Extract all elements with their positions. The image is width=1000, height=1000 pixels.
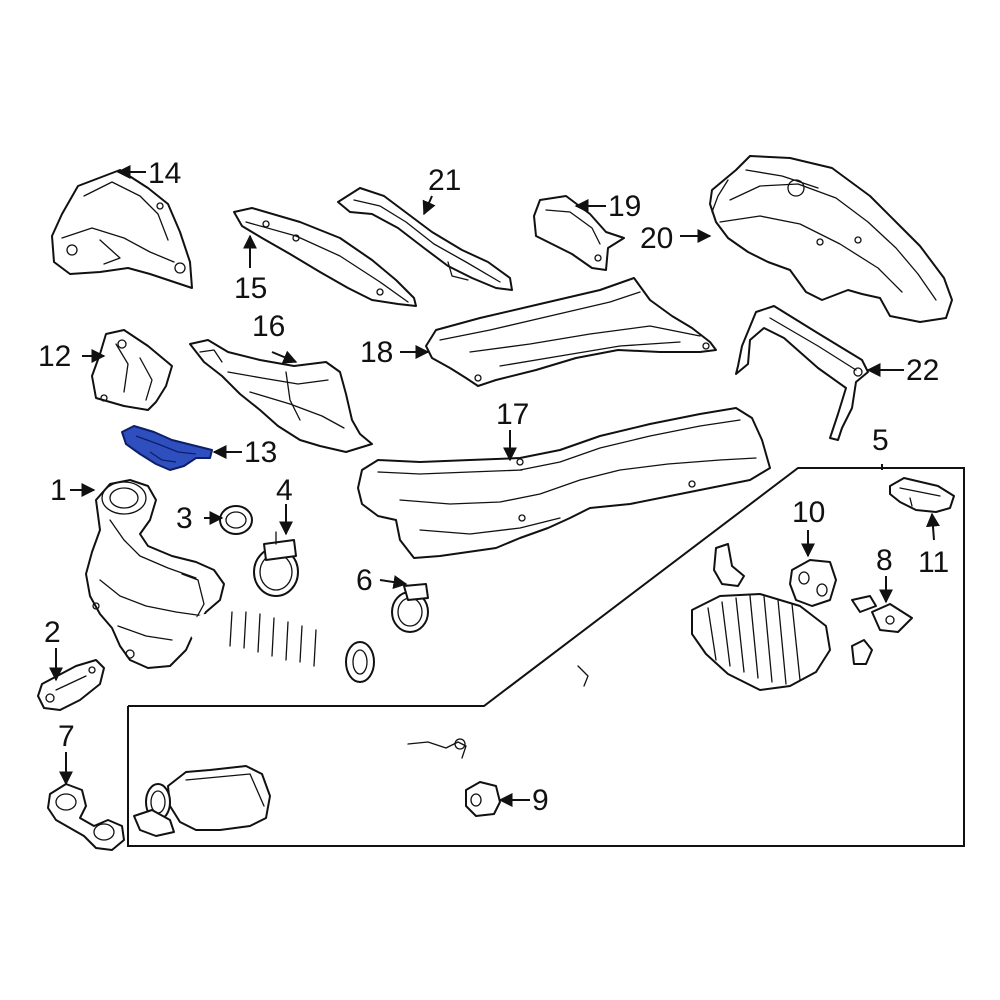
part-1-catalytic-converter[interactable] [85,479,378,683]
callout-8: 8 [876,544,893,577]
part-21-bracket[interactable] [337,187,513,291]
part-11-module[interactable] [889,477,955,513]
part-14-heat-shield[interactable] [51,169,193,289]
part-15-bracket[interactable] [233,207,417,307]
callout-numbers: 14 15 21 19 20 22 18 12 16 13 17 1 3 4 6… [38,157,949,817]
part-16-heat-shield[interactable] [189,339,373,453]
callout-15: 15 [234,272,267,305]
part-5-group-box [127,467,965,847]
part-5-rear-exhaust[interactable] [133,536,959,837]
callout-5: 5 [872,424,889,457]
part-9-isolator[interactable] [465,781,501,817]
part-12-bracket[interactable] [91,329,173,411]
callout-2: 2 [44,616,61,649]
callout-1: 1 [50,474,67,507]
callout-20: 20 [640,222,673,255]
callout-9: 9 [532,784,549,817]
callout-16: 16 [252,310,285,343]
callout-4: 4 [276,474,293,507]
part-2-bracket[interactable] [37,659,105,711]
part-13-bracket-highlighted[interactable] [121,425,213,471]
callout-22: 22 [906,354,939,387]
leader-lines [49,165,940,807]
callout-7: 7 [58,720,75,753]
part-22-strap[interactable] [735,305,869,441]
part-10-isolator[interactable] [789,559,837,607]
part-18-tunnel-shield[interactable] [425,277,717,387]
part-6-clamp[interactable] [391,583,429,633]
part-20-heat-shield[interactable] [709,155,953,323]
callout-18: 18 [360,336,393,369]
part-17-tunnel-shield[interactable] [357,407,771,559]
callout-3: 3 [176,502,193,535]
part-19-heat-shield[interactable] [533,195,625,271]
callout-11: 11 [918,546,949,579]
callout-6: 6 [356,564,373,597]
callout-14: 14 [148,157,181,190]
part-3-gasket[interactable] [219,505,253,535]
callout-17: 17 [496,398,529,431]
part-7-mount[interactable] [47,783,125,851]
callout-13: 13 [244,436,277,469]
callout-21: 21 [428,164,461,197]
callout-10: 10 [792,496,825,529]
part-4-clamp[interactable] [253,531,299,597]
part-8-bolt-hanger[interactable] [851,595,913,633]
callout-12: 12 [38,340,71,373]
callout-19: 19 [608,190,641,223]
